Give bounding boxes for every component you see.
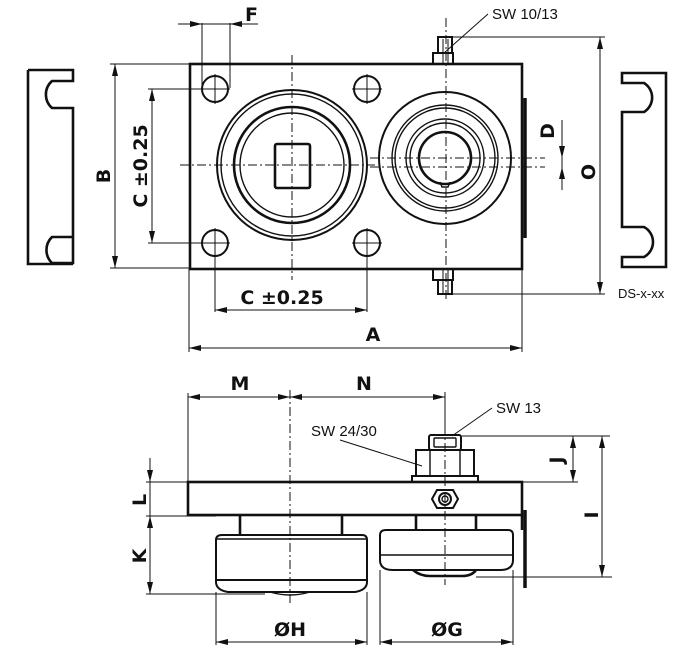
guide-roller-side [379, 515, 514, 578]
dimension-O: O [453, 36, 605, 295]
dimension-C-vertical: C ±0.25 [130, 88, 200, 244]
dimension-diameter-H: ØH [215, 592, 368, 645]
callout-label-sw-10-13: SW 10/13 [492, 6, 558, 23]
dimension-N: N [290, 373, 446, 435]
dimension-diameter-G: ØG [379, 570, 514, 645]
drawing-reference: DS-x-xx [618, 286, 665, 301]
dimension-label-diameter-G: ØG [431, 619, 463, 641]
dimension-D: D [537, 120, 565, 190]
hex-nut [411, 434, 479, 483]
base-plate [188, 62, 524, 271]
mounting-holes [200, 74, 382, 258]
callout-wrench-size-nut: SW 24/30 [311, 423, 423, 467]
dimension-label-D: D [537, 123, 559, 139]
dimension-A: A [188, 269, 523, 352]
dimension-label-L: L [129, 494, 151, 506]
adjusting-bolt-bottom [432, 268, 454, 295]
retaining-ring-tab [439, 181, 451, 188]
dimension-F: F [178, 4, 258, 88]
dimension-M: M [187, 373, 290, 482]
main-roller-side [215, 515, 368, 596]
dimension-label-C-horizontal: C ±0.25 [240, 287, 323, 309]
adjusting-bolt-top [432, 36, 454, 65]
dimension-label-F: F [245, 4, 258, 26]
dimension-I: I [476, 436, 612, 578]
dimension-J: J [462, 435, 610, 483]
dimension-label-I: I [581, 511, 603, 518]
dimension-label-J: J [546, 456, 568, 465]
top-view: F B C ±0.25 C ±0.25 [26, 4, 668, 352]
dimension-label-O: O [578, 164, 600, 180]
dimension-K: K [129, 516, 265, 595]
callout-wrench-size-bolt: SW 13 [451, 400, 541, 437]
right-clamp-bracket [620, 71, 668, 269]
callout-label-sw-24-30: SW 24/30 [311, 423, 377, 440]
callout-wrench-size-top: SW 10/13 [443, 6, 558, 54]
callout-label-sw-13: SW 13 [496, 400, 541, 417]
dimension-label-C-vertical: C ±0.25 [130, 124, 152, 207]
dimension-L: L [129, 458, 216, 520]
dimension-label-diameter-H: ØH [274, 619, 306, 641]
dimension-label-A: A [366, 324, 381, 346]
base-plate-side [186, 480, 524, 517]
side-view: M N L K [129, 373, 612, 645]
dimension-label-M: M [231, 373, 250, 395]
dimension-B: B [93, 63, 190, 269]
left-clamp-bracket [26, 68, 75, 266]
dimension-label-N: N [356, 373, 372, 395]
dimension-label-B: B [93, 169, 115, 183]
dimension-label-K: K [129, 547, 151, 563]
dimension-C-horizontal: C ±0.25 [214, 258, 368, 313]
